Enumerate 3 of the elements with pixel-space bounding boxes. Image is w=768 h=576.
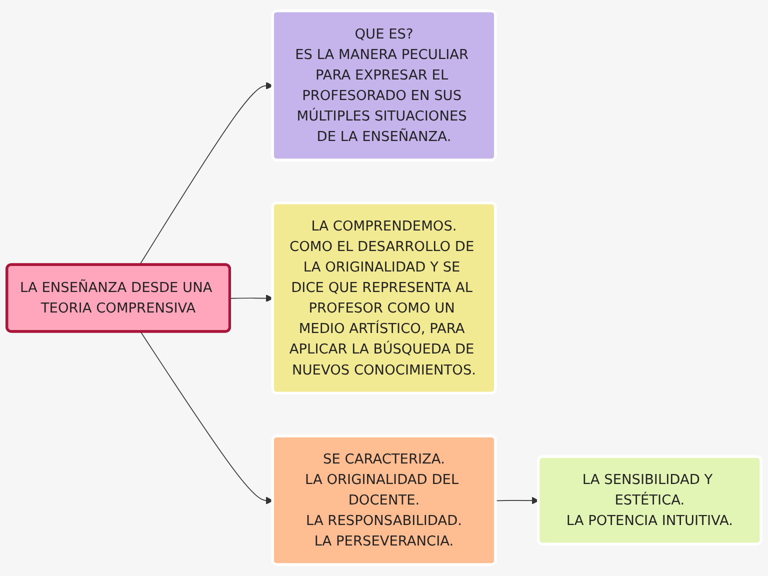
arrow <box>230 294 274 302</box>
arrow <box>140 332 274 505</box>
arrow <box>139 82 274 266</box>
